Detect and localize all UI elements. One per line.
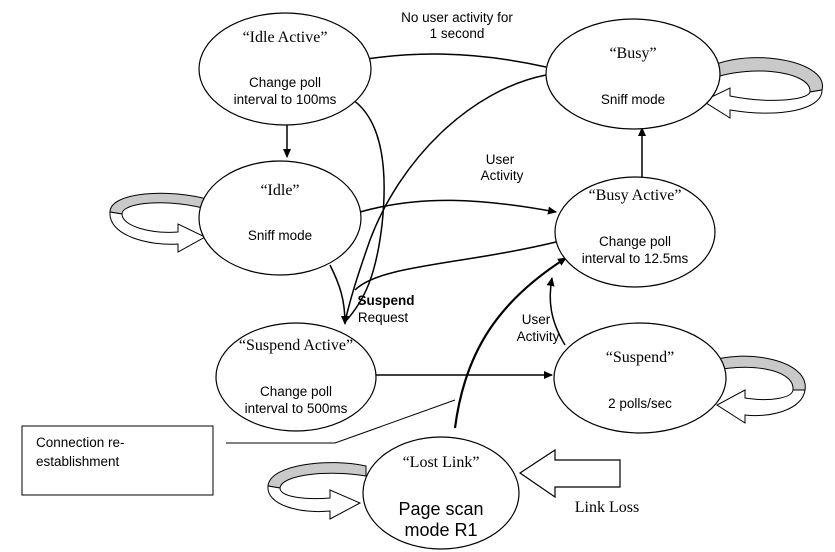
edge-busy-active-to-suspend-active [354,241,557,291]
label-suspend-request-line1: Suspend [357,293,414,308]
suspend-self-loop [707,355,806,424]
label-user-activity-2-line1: User [522,312,551,327]
edge-suspend-to-busy-active [546,277,566,346]
state-lost-link-line1: Page scan [398,499,483,519]
state-busy-title: “Busy” [609,45,656,62]
label-link-loss: Link Loss [575,499,639,516]
edge-lost-link-to-busy-active [453,257,567,429]
callout-line2: establishment [36,454,120,469]
edge-idle-to-suspend-active [329,264,349,325]
state-busy-active-line1: Change poll [599,234,671,249]
state-suspend-active: “Suspend Active” Change poll interval to… [215,322,377,432]
callout-connection-reestablishment: Connection re- establishment [21,425,214,496]
state-suspend-active-line2: interval to 500ms [245,401,348,416]
state-idle-active-line2: interval to 100ms [234,92,337,107]
edge-idle-active-to-suspend-active [344,94,385,323]
link-loss-arrow [518,448,621,499]
label-user-activity-2-line2: Activity [517,329,560,344]
label-suspend-request-line2: Request [358,310,409,325]
label-no-activity-line2: 1 second [430,26,485,41]
state-lost-link-title: “Lost Link” [403,454,480,471]
idle-self-loop [109,192,211,253]
state-suspend-active-title: “Suspend Active” [239,337,353,354]
state-idle-active-title: “Idle Active” [243,29,328,46]
state-lost-link: “Lost Link” Page scan mode R1 [362,436,520,550]
state-suspend-title: “Suspend” [606,349,674,366]
state-lost-link-line2: mode R1 [404,520,477,540]
state-idle-title: “Idle” [260,182,299,199]
lost-link-self-loop [267,462,367,520]
state-busy-active-title: “Busy Active” [589,187,682,204]
edge-busy-to-suspend-active [344,74,547,323]
busy-self-loop [699,57,823,119]
state-idle: “Idle” Sniff mode [198,160,362,276]
state-suspend: “Suspend” 2 polls/sec [553,322,727,434]
label-user-activity-1-line1: User [486,152,515,167]
state-busy-active-line2: interval to 12.5ms [582,251,689,266]
state-suspend-active-line1: Change poll [260,384,332,399]
edge-idle-to-busy-active [359,199,557,215]
state-idle-active: “Idle Active” Change poll interval to 10… [198,12,372,126]
edge-busy-to-idle-active [359,53,547,68]
state-idle-active-line1: Change poll [249,75,321,90]
label-user-activity-1-line2: Activity [481,168,524,183]
label-no-activity-line1: No user activity for [401,10,513,25]
state-suspend-line1: 2 polls/sec [608,396,672,411]
callout-line1: Connection re- [36,435,125,450]
state-busy-active: “Busy Active” Change poll interval to 12… [554,176,716,288]
state-busy: “Busy” Sniff mode [545,18,721,130]
callout-leader [226,399,456,444]
state-idle-line1: Sniff mode [248,228,312,243]
state-busy-line1: Sniff mode [601,92,665,107]
